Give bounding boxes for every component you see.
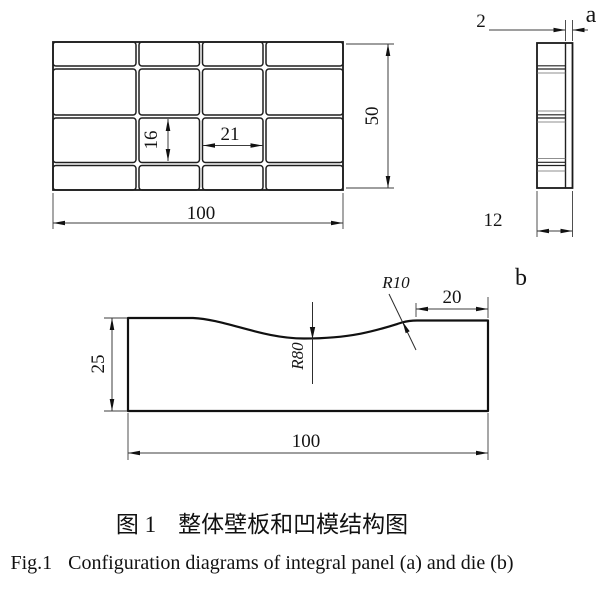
die-flat-dim-label: 20 — [443, 287, 462, 308]
panel-pocket — [201, 164, 264, 191]
panel-pocket — [52, 41, 137, 67]
die-radius-small-label: R10 — [381, 273, 410, 292]
panel-pocket — [201, 41, 264, 67]
panel-outline — [52, 41, 344, 191]
panel-pocket — [201, 68, 264, 116]
panel-width-dim-label: 100 — [187, 203, 216, 224]
leader-radius-r10: R10 — [381, 273, 417, 351]
dim-pocket-width-21: 21 — [203, 124, 263, 148]
pocket-height-dim-label: 16 — [141, 131, 162, 150]
pocket-width-dim-label: 21 — [221, 124, 240, 145]
caption-zh-title: 整体壁板和凹模结构图 — [178, 512, 409, 537]
r10-arrowhead — [402, 321, 410, 334]
panel-pocket — [265, 68, 344, 116]
die-profile-view — [126, 316, 490, 413]
panel-pocket — [52, 68, 137, 116]
panel-pocket — [265, 164, 344, 191]
dim-panel-width-100: 100 — [52, 193, 344, 229]
engineering-drawing-canvas: 100 50 16 21 2 — [52, 2, 597, 460]
panel-pocket — [138, 41, 201, 67]
side-view-outline — [536, 42, 574, 189]
caption-en-title: Configuration diagrams of integral panel… — [68, 552, 514, 574]
panel-pocket — [52, 164, 137, 191]
caption-english: Fig.1 Configuration diagrams of integral … — [0, 552, 524, 575]
dim-panel-height-50: 50 — [346, 43, 394, 189]
dim-panel-thickness-12: 12 — [484, 191, 573, 237]
dim-skin-thickness-2: 2 — [476, 11, 588, 41]
panel-pocket — [138, 68, 201, 116]
panel-pocket — [201, 117, 264, 164]
panel-pocket — [265, 117, 344, 164]
view-label-a: a — [586, 2, 597, 28]
view-label-b: b — [515, 265, 527, 291]
r80-arrowhead — [309, 327, 316, 339]
caption-en-number: Fig.1 — [10, 552, 53, 574]
die-radius-large-label: R80 — [288, 342, 307, 371]
caption-zh-number: 图 1 — [115, 512, 157, 537]
panel-pocket — [265, 41, 344, 67]
panel-height-dim-label: 50 — [362, 107, 383, 126]
panel-thickness-dim-label: 12 — [484, 210, 503, 231]
dim-die-height-25: 25 — [88, 317, 127, 412]
die-width-dim-label: 100 — [292, 431, 321, 452]
skin-thickness-dim-label: 2 — [476, 11, 486, 32]
caption-chinese: 图 1 整体壁板和凹模结构图 — [0, 505, 524, 539]
panel-front-view — [52, 41, 344, 191]
panel-pocket — [52, 117, 137, 164]
die-outline — [126, 316, 490, 413]
dim-pocket-height-16: 16 — [141, 119, 171, 161]
dim-die-flat-20: 20 — [415, 287, 489, 318]
panel-pocket — [138, 117, 201, 164]
dim-die-width-100: 100 — [127, 413, 489, 460]
panel-pocket — [138, 164, 201, 191]
die-height-dim-label: 25 — [88, 355, 109, 374]
leader-radius-r80: R80 — [288, 302, 316, 384]
panel-side-view — [536, 42, 574, 189]
